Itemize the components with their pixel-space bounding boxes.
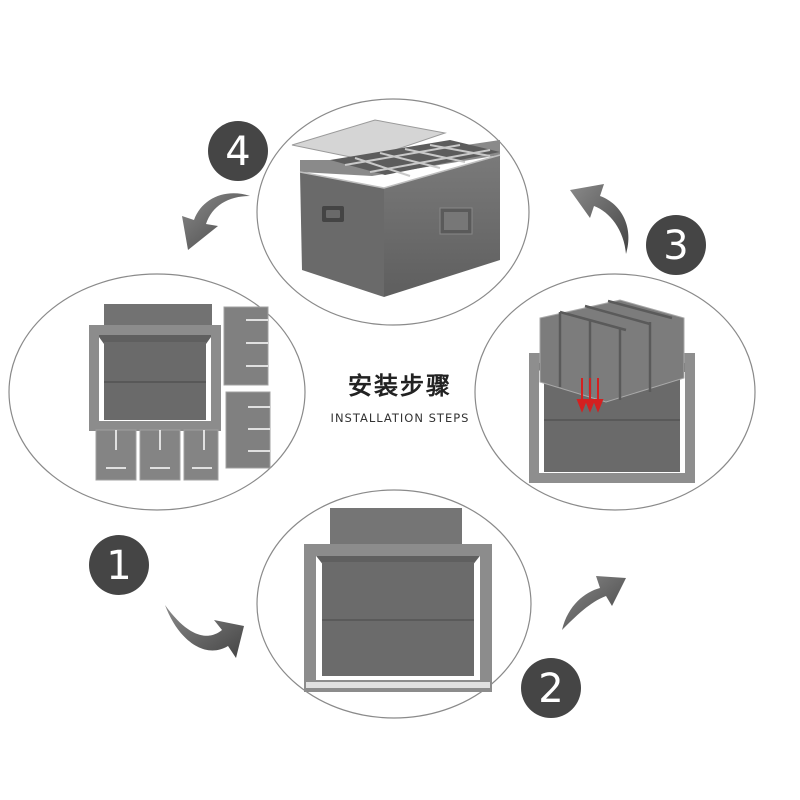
arrow-step3-to-step4 [570, 184, 629, 254]
unfolded-box-illustration [89, 304, 271, 481]
step-4-photo [256, 98, 530, 326]
step-badge-1: 1 [89, 535, 149, 595]
step-3-photo [474, 273, 756, 511]
arrow-step4-to-step1 [182, 193, 250, 250]
arrow-step2-to-step3 [562, 576, 626, 630]
step-1-number: 1 [106, 543, 131, 589]
step-badge-4: 4 [208, 121, 268, 181]
step-4-number: 4 [225, 129, 250, 175]
step-2-photo [256, 489, 532, 719]
arrow-step1-to-step2 [165, 605, 244, 658]
inserting-dividers-illustration [529, 299, 695, 483]
insert-arrows [576, 378, 604, 413]
step-2-number: 2 [538, 666, 563, 712]
step-1-photo [8, 273, 306, 511]
opened-box-illustration [304, 508, 492, 692]
finished-box-illustration [291, 119, 501, 297]
diagram-title: 安装步骤 [348, 372, 452, 400]
step-badge-3: 3 [646, 215, 706, 275]
step-3-number: 3 [663, 223, 688, 269]
step-badge-2: 2 [521, 658, 581, 718]
diagram-subtitle: INSTALLATION STEPS [330, 411, 470, 425]
